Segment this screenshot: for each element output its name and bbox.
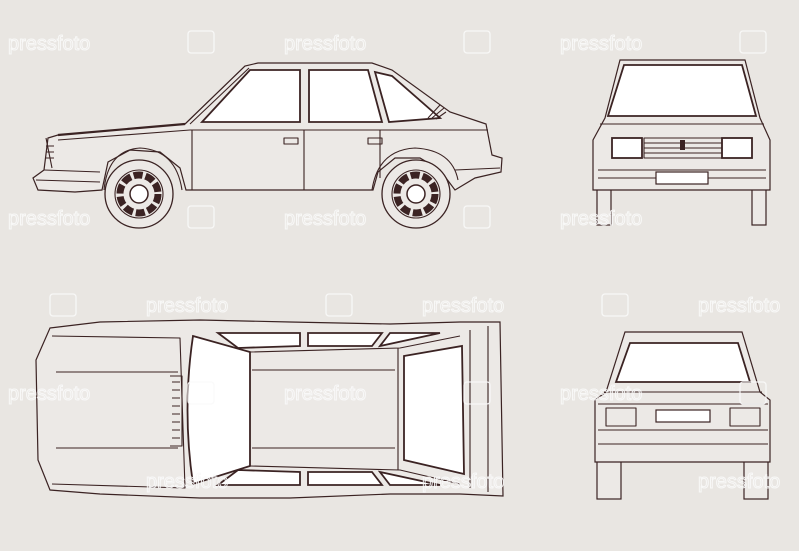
watermark-camera-icon xyxy=(49,30,767,405)
side-front-wheel xyxy=(104,159,174,229)
watermark-text: pressfoto xyxy=(284,383,366,405)
watermark-text: pressfoto xyxy=(560,33,642,55)
watermark-text: pressfoto xyxy=(698,471,780,493)
windshield xyxy=(606,64,758,117)
watermark-text: pressfoto xyxy=(698,295,780,317)
watermark-text: pressfoto xyxy=(560,208,642,230)
watermark-text: pressfoto xyxy=(422,295,504,317)
watermark-text: pressfoto xyxy=(146,295,228,317)
rear-view xyxy=(594,331,771,500)
side-rear-wheel xyxy=(381,159,451,229)
top-view xyxy=(35,319,504,499)
side-window-front xyxy=(199,69,301,123)
watermark-text: pressfoto xyxy=(8,208,90,230)
watermark-text: pressfoto xyxy=(284,33,366,55)
watermark-text: pressfoto xyxy=(284,208,366,230)
front-view xyxy=(592,59,771,226)
top-rear-window xyxy=(403,344,465,476)
side-view xyxy=(32,62,503,229)
watermark-text: pressfoto xyxy=(422,471,504,493)
rear-window xyxy=(614,342,752,383)
watermark-text: pressfoto xyxy=(8,383,90,405)
watermark-text: pressfoto xyxy=(8,33,90,55)
side-window-middle xyxy=(308,69,384,123)
side-window-rear xyxy=(373,70,443,123)
watermark-layer: pressfoto pressfoto pressfoto pressfoto … xyxy=(8,30,781,494)
top-windshield xyxy=(186,334,251,486)
watermark-text: pressfoto xyxy=(146,471,228,493)
watermark-text: pressfoto xyxy=(560,383,642,405)
